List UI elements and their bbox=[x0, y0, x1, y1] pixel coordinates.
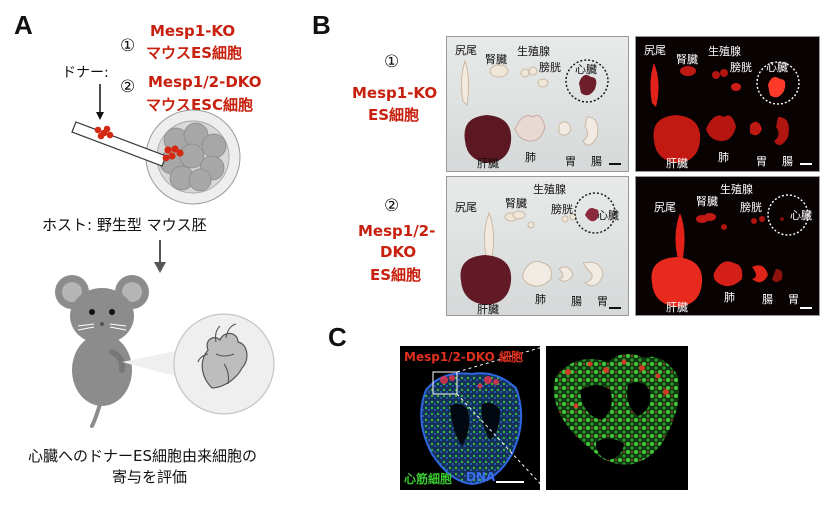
b1-label-lung: 肺 bbox=[525, 151, 536, 164]
panel-c-letter: C bbox=[328, 322, 347, 352]
b3-label-kidney: 腎臓 bbox=[505, 197, 527, 210]
scale-bar bbox=[609, 307, 621, 309]
injection-illustration bbox=[71, 84, 241, 205]
b1-label-stomach: 胃 bbox=[565, 155, 576, 168]
b4-label-liver: 肝臓 bbox=[666, 301, 688, 314]
b3-label-liver: 肝臓 bbox=[477, 303, 499, 316]
b2-label-kidney: 腎臓 bbox=[676, 53, 698, 66]
brightfield-photo-row1: 尻尾 腎臓 生殖腺 膀胱 心臓 肝臓 肺 胃 腸 bbox=[446, 36, 629, 172]
b3-label-bladder: 膀胱 bbox=[551, 203, 573, 216]
b1-label-kidney: 腎臓 bbox=[485, 53, 507, 66]
row2-number: ② bbox=[384, 196, 400, 216]
caption-line2: 寄与を評価 bbox=[112, 468, 188, 486]
donor-label: ドナー: bbox=[62, 65, 109, 81]
row2-line3: ES細胞 bbox=[370, 266, 422, 284]
b1-label-gonad: 生殖腺 bbox=[517, 45, 550, 58]
dna-label: DNA bbox=[466, 470, 496, 484]
panel-a-letter: A bbox=[14, 10, 33, 40]
b4-label-heart: 心臓 bbox=[790, 209, 812, 222]
host-label: ホスト: 野生型 マウス胚 bbox=[42, 216, 207, 234]
mesp-dko-cell-label: Mesp1/2-DKO 細胞 bbox=[404, 350, 523, 364]
option1-line2: マウスES細胞 bbox=[146, 44, 243, 62]
b3-label-intestine: 腸 bbox=[571, 295, 582, 308]
b4-label-stomach: 胃 bbox=[788, 293, 799, 306]
b2-label-tail: 尻尾 bbox=[644, 44, 666, 57]
row2-line2: DKO bbox=[380, 243, 417, 261]
b2-label-heart: 心臓 bbox=[766, 61, 788, 74]
fluorescence-photo-row1: 尻尾 腎臓 生殖腺 膀胱 心臓 肝臓 肺 胃 腸 bbox=[635, 36, 820, 172]
row2-line1: Mesp1/2- bbox=[358, 222, 436, 240]
b2-label-lung: 肺 bbox=[718, 151, 729, 164]
fluorescence-photo-row2: 尻尾 腎臓 生殖腺 膀胱 心臓 肝臓 肺 腸 胃 bbox=[635, 176, 820, 316]
b4-label-lung: 肺 bbox=[724, 291, 735, 304]
b4-label-bladder: 膀胱 bbox=[740, 201, 762, 214]
caption-line1: 心臓へのドナーES細胞由来細胞の bbox=[28, 447, 258, 465]
heart-section-overview bbox=[400, 346, 540, 490]
b4-label-intestine: 腸 bbox=[762, 293, 773, 306]
down-arrow-icon bbox=[154, 240, 166, 273]
option1-number: ① bbox=[120, 36, 136, 56]
scale-bar bbox=[800, 307, 812, 309]
option2-line2: マウスESC細胞 bbox=[146, 96, 254, 114]
b2-label-intestine: 腸 bbox=[782, 155, 793, 168]
scale-bar bbox=[800, 163, 812, 165]
b1-label-bladder: 膀胱 bbox=[539, 61, 561, 74]
b4-label-gonad: 生殖腺 bbox=[720, 183, 753, 196]
panel-b-letter: B bbox=[312, 10, 331, 40]
b3-label-heart: 心臓 bbox=[597, 209, 619, 222]
b4-label-kidney: 腎臓 bbox=[696, 195, 718, 208]
row1-number: ① bbox=[384, 52, 400, 72]
cardiomyocyte-label: 心筋細胞 bbox=[404, 472, 453, 486]
b2-label-gonad: 生殖腺 bbox=[708, 45, 741, 58]
row1-line1: Mesp1-KO bbox=[352, 84, 438, 102]
b2-label-stomach: 胃 bbox=[756, 155, 767, 168]
b1-label-intestine: 腸 bbox=[591, 155, 602, 168]
b1-label-heart: 心臓 bbox=[575, 63, 597, 76]
brightfield-photo-row2: 尻尾 腎臓 生殖腺 膀胱 心臓 肝臓 肺 腸 胃 bbox=[446, 176, 629, 316]
b2-label-liver: 肝臓 bbox=[666, 157, 688, 170]
b2-label-bladder: 膀胱 bbox=[730, 61, 752, 74]
b1-label-liver: 肝臓 bbox=[477, 157, 499, 170]
heart-section-zoom bbox=[546, 346, 688, 490]
b3-label-tail: 尻尾 bbox=[455, 201, 477, 214]
scale-bar bbox=[609, 163, 621, 165]
b3-label-gonad: 生殖腺 bbox=[533, 183, 566, 196]
b1-label-tail: 尻尾 bbox=[455, 44, 477, 57]
option2-line1: Mesp1/2-DKO bbox=[148, 73, 262, 91]
zoom-connector-lines bbox=[456, 346, 547, 490]
b3-label-lung: 肺 bbox=[535, 293, 546, 306]
mouse-heart-illustration bbox=[55, 275, 275, 428]
b3-label-stomach: 胃 bbox=[597, 295, 608, 308]
b4-label-tail: 尻尾 bbox=[654, 201, 676, 214]
option2-number: ② bbox=[120, 77, 136, 97]
row1-line2: ES細胞 bbox=[368, 106, 420, 124]
option1-line1: Mesp1-KO bbox=[150, 22, 236, 40]
